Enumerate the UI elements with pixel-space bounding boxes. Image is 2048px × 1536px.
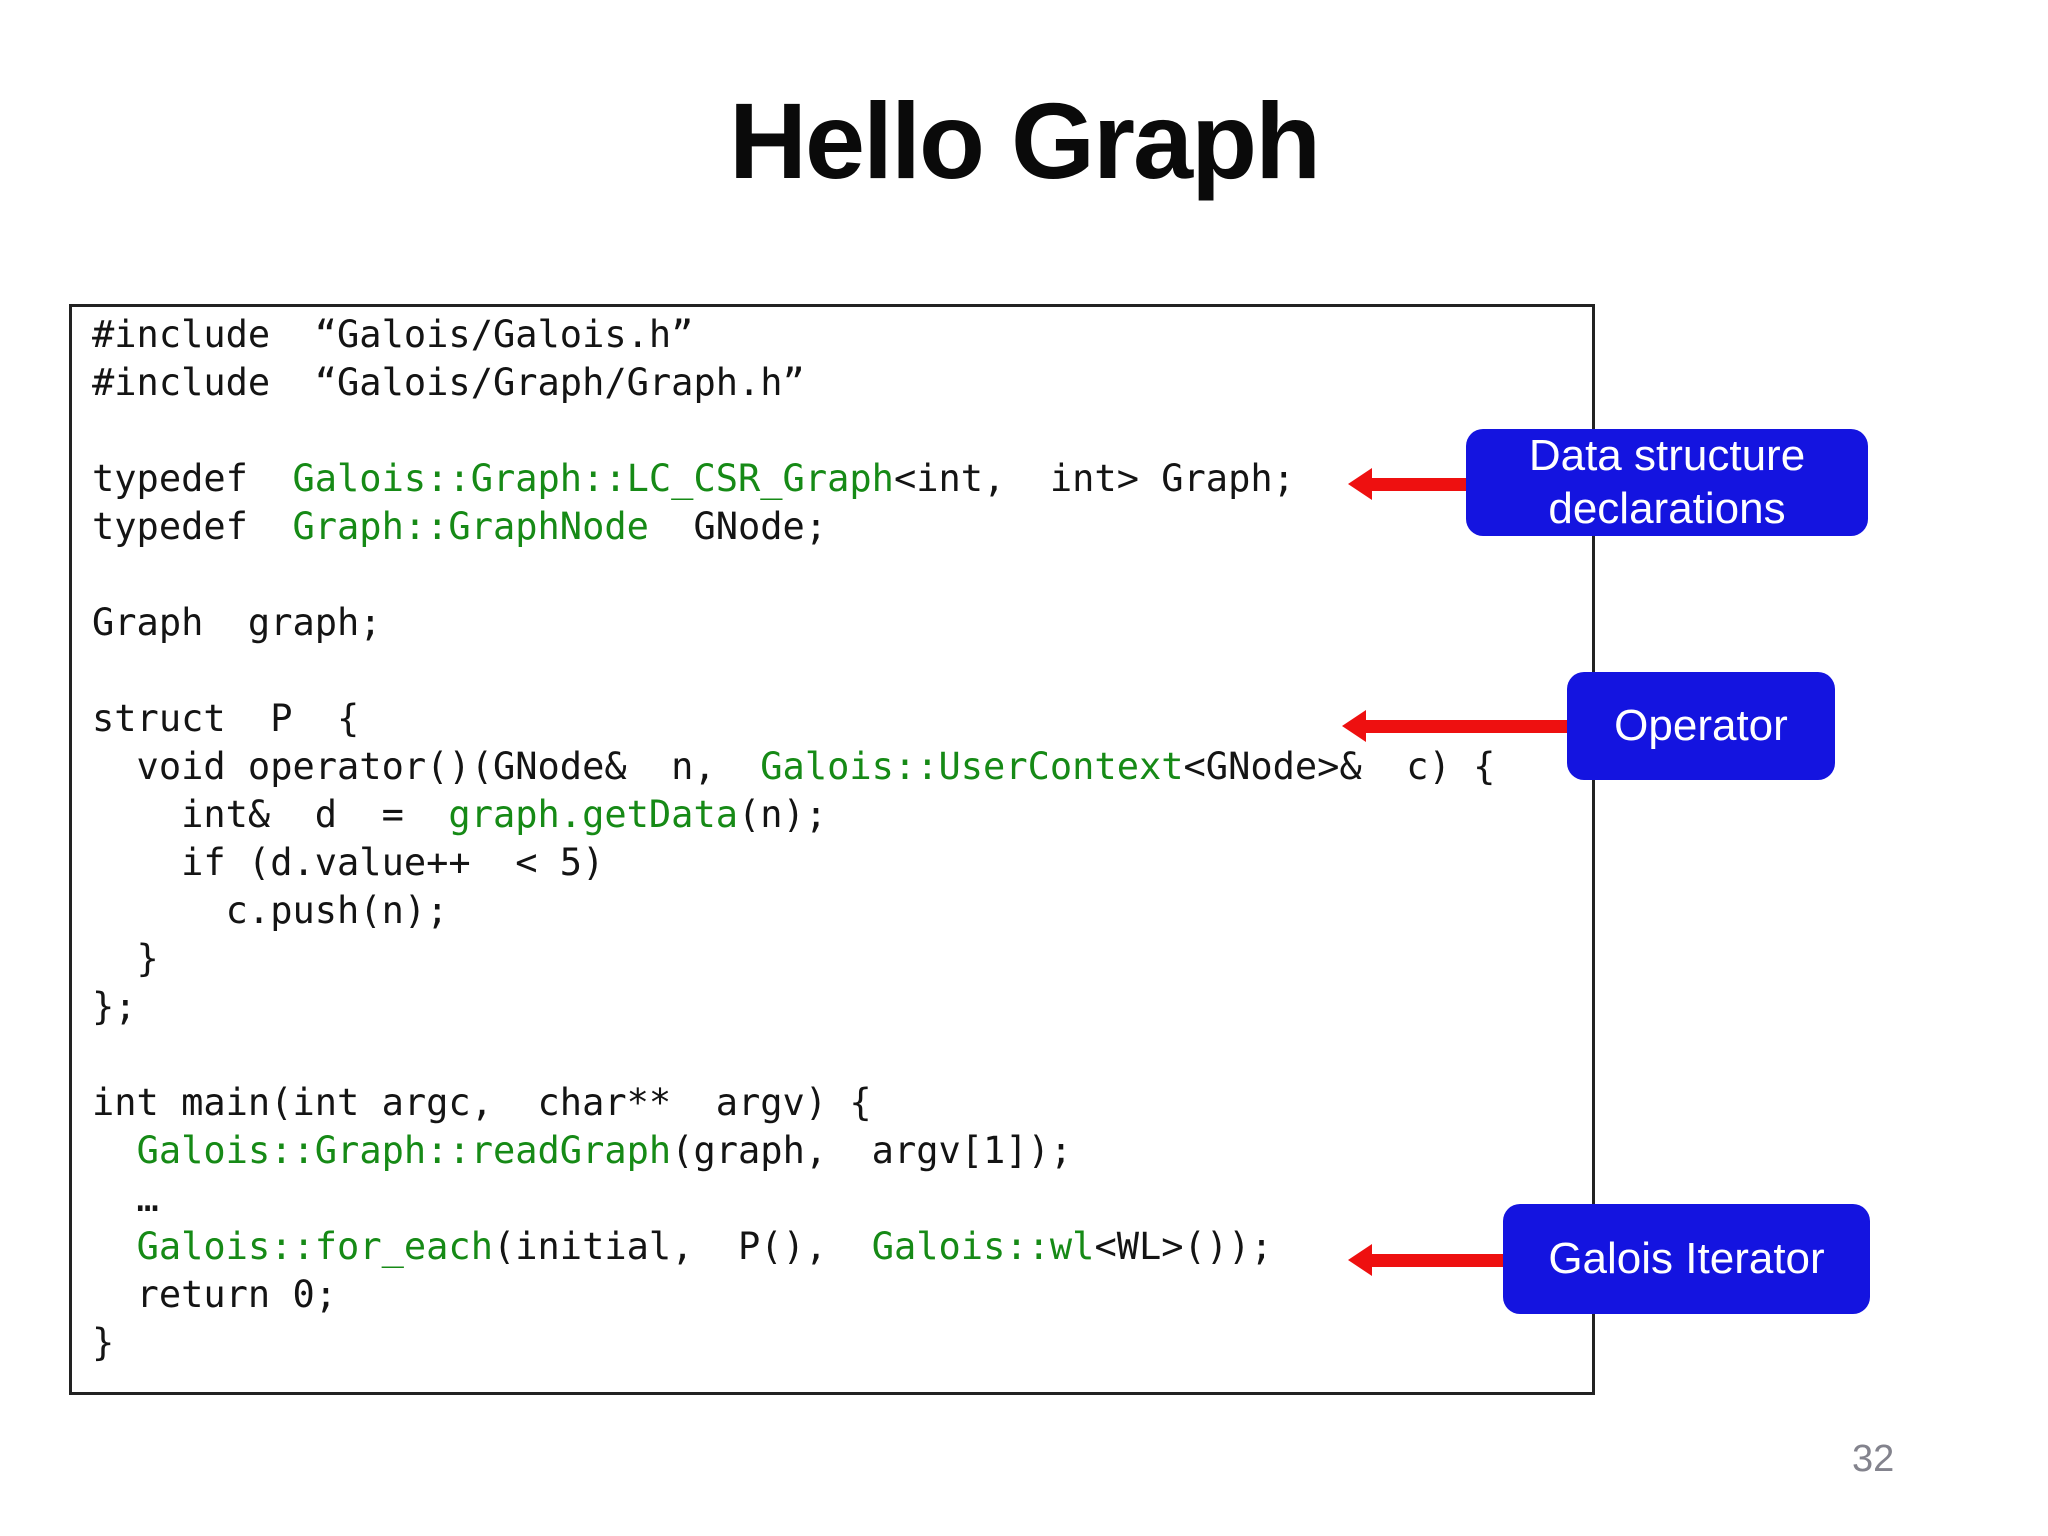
code-line: Galois::for_each(initial, P(), Galois::w… (92, 1223, 1495, 1271)
code-segment (92, 1225, 137, 1268)
code-segment: }; (92, 985, 137, 1028)
code-segment: <GNode>& c) { (1183, 745, 1496, 788)
callout-data-structure-declarations: Data structure declarations (1466, 429, 1868, 536)
code-segment: } (92, 937, 159, 980)
code-line: struct P { (92, 695, 1495, 743)
code-segment: c.push(n); (92, 889, 449, 932)
code-line: c.push(n); (92, 887, 1495, 935)
code-segment: <int, int> Graph; (893, 457, 1295, 500)
code-segment: (initial, P(), (492, 1225, 872, 1268)
code-line: }; (92, 983, 1495, 1031)
code-segment-highlight: graph.getData (448, 793, 739, 836)
arrow-to-operator-line (1342, 710, 1567, 742)
code-segment: #include “Galois/Galois.h” (92, 313, 694, 356)
code-line (92, 551, 1495, 599)
code-segment-highlight: Galois::UserContext (760, 745, 1184, 788)
code-line: … (92, 1175, 1495, 1223)
arrow-to-typedef-line (1348, 468, 1466, 500)
code-line: int main(int argc, char** argv) { (92, 1079, 1495, 1127)
code-segment (92, 1129, 137, 1172)
code-segment: GNode; (648, 505, 828, 548)
arrow-to-foreach-line (1348, 1244, 1503, 1276)
code-segment: int& d = (92, 793, 449, 836)
code-line: Graph graph; (92, 599, 1495, 647)
code-line: #include “Galois/Galois.h” (92, 311, 1495, 359)
code-segment: #include “Galois/Graph/Graph.h” (92, 361, 805, 404)
code-segment: <WL>()); (1094, 1225, 1273, 1268)
code-segment-highlight: Galois::Graph::readGraph (136, 1129, 672, 1172)
code-segment-highlight: Galois::for_each (136, 1225, 493, 1268)
code-segment: … (92, 1177, 159, 1220)
page-number: 32 (1852, 1438, 1895, 1480)
code-line (92, 647, 1495, 695)
code-segment: int main(int argc, char** argv) { (92, 1081, 872, 1124)
slide-title: Hello Graph (728, 80, 1321, 201)
code-line: return 0; (92, 1271, 1495, 1319)
code-segment: typedef (92, 505, 293, 548)
code-segment: void operator()(GNode& n, (92, 745, 761, 788)
code-line: typedef Galois::Graph::LC_CSR_Graph<int,… (92, 455, 1495, 503)
code-line: int& d = graph.getData(n); (92, 791, 1495, 839)
code-line: } (92, 935, 1495, 983)
code-line: if (d.value++ < 5) (92, 839, 1495, 887)
code-line: Galois::Graph::readGraph(graph, argv[1])… (92, 1127, 1495, 1175)
code-segment-highlight: Graph::GraphNode (292, 505, 649, 548)
code-line: typedef Graph::GraphNode GNode; (92, 503, 1495, 551)
code-segment: (n); (738, 793, 828, 836)
code-segment: if (d.value++ < 5) (92, 841, 605, 884)
code-line: } (92, 1319, 1495, 1367)
code-line: #include “Galois/Graph/Graph.h” (92, 359, 1495, 407)
code-segment-highlight: Galois::wl (871, 1225, 1095, 1268)
code-segment: } (92, 1321, 115, 1364)
code-segment: return 0; (92, 1273, 338, 1316)
code-segment-highlight: Galois::Graph::LC_CSR_Graph (292, 457, 894, 500)
code-line (92, 407, 1495, 455)
code-line (92, 1031, 1495, 1079)
callout-galois-iterator: Galois Iterator (1503, 1204, 1870, 1314)
code-lines: #include “Galois/Galois.h” #include “Galo… (92, 311, 1495, 1367)
code-segment: Graph graph; (92, 601, 382, 644)
code-box: #include “Galois/Galois.h” #include “Galo… (69, 304, 1595, 1395)
code-segment: (graph, argv[1]); (671, 1129, 1073, 1172)
code-segment: typedef (92, 457, 293, 500)
code-segment: struct P { (92, 697, 360, 740)
code-line: void operator()(GNode& n, Galois::UserCo… (92, 743, 1496, 791)
callout-operator: Operator (1567, 672, 1835, 780)
